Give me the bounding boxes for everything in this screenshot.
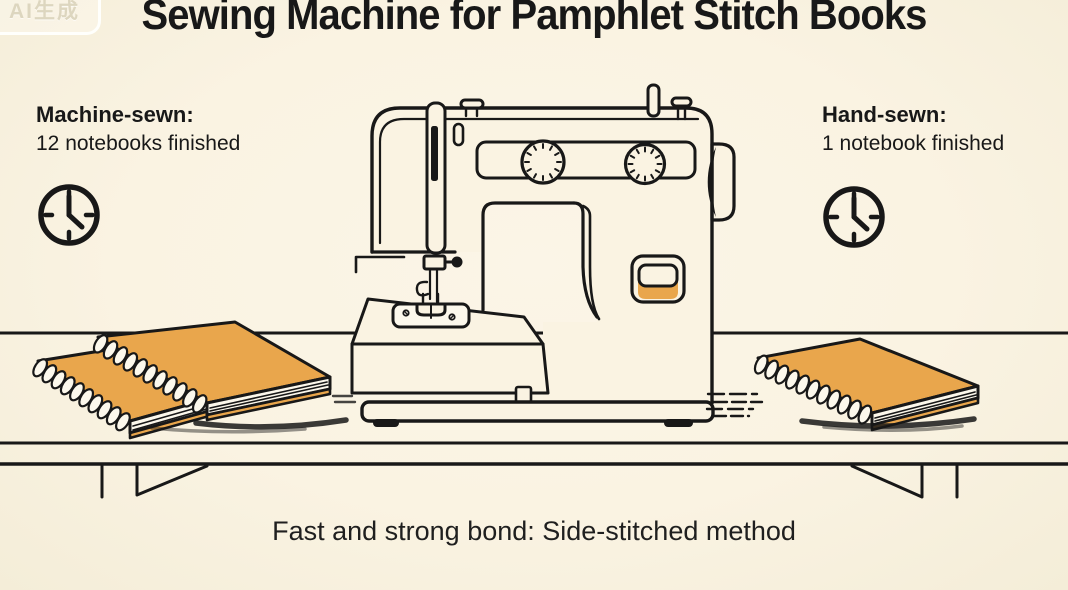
needle-bar (354, 101, 463, 319)
watermark-label: AI生成 (9, 0, 80, 23)
table-leg-bracket (850, 464, 924, 499)
hour-hand (66, 212, 85, 230)
notebook (92, 320, 332, 422)
machine-base (360, 400, 715, 427)
notebook-stack-machine-sewn (32, 320, 357, 440)
shadow (799, 416, 977, 432)
clock-icon (823, 186, 885, 248)
sewing-machine-illustration (350, 83, 736, 427)
dial-panel (475, 139, 697, 186)
spiral-binding (92, 334, 208, 414)
spiral-binding (753, 354, 873, 425)
stitch-dial (520, 139, 566, 185)
hour-hand (851, 214, 870, 232)
spool-pins (452, 83, 693, 147)
table-front (0, 441, 1068, 499)
clock-icon (38, 184, 100, 246)
notebook-hand-sewn (753, 337, 980, 432)
shadow (150, 394, 357, 434)
machine-sewn-result: 12 notebooks finished (36, 132, 241, 155)
table-leg-bracket (135, 464, 209, 497)
page-title: Sewing Machine for Pamphlet Stitch Books (141, 0, 928, 39)
tension-dial (623, 142, 667, 186)
hand-sewn-result: 1 notebook finished (822, 132, 1005, 155)
harp-opening (481, 201, 601, 321)
ai-generated-watermark-badge: AI生成 (0, 0, 101, 35)
bobbin-slot (630, 254, 686, 304)
hand-sewn-heading: Hand-sewn: (822, 102, 947, 127)
spiral-binding (32, 358, 131, 432)
machine-sewn-heading: Machine-sewn: (36, 102, 194, 127)
motion-lines (705, 392, 764, 418)
bottom-caption: Fast and strong bond: Side-stitched meth… (272, 516, 796, 546)
machine-bed (350, 297, 550, 405)
